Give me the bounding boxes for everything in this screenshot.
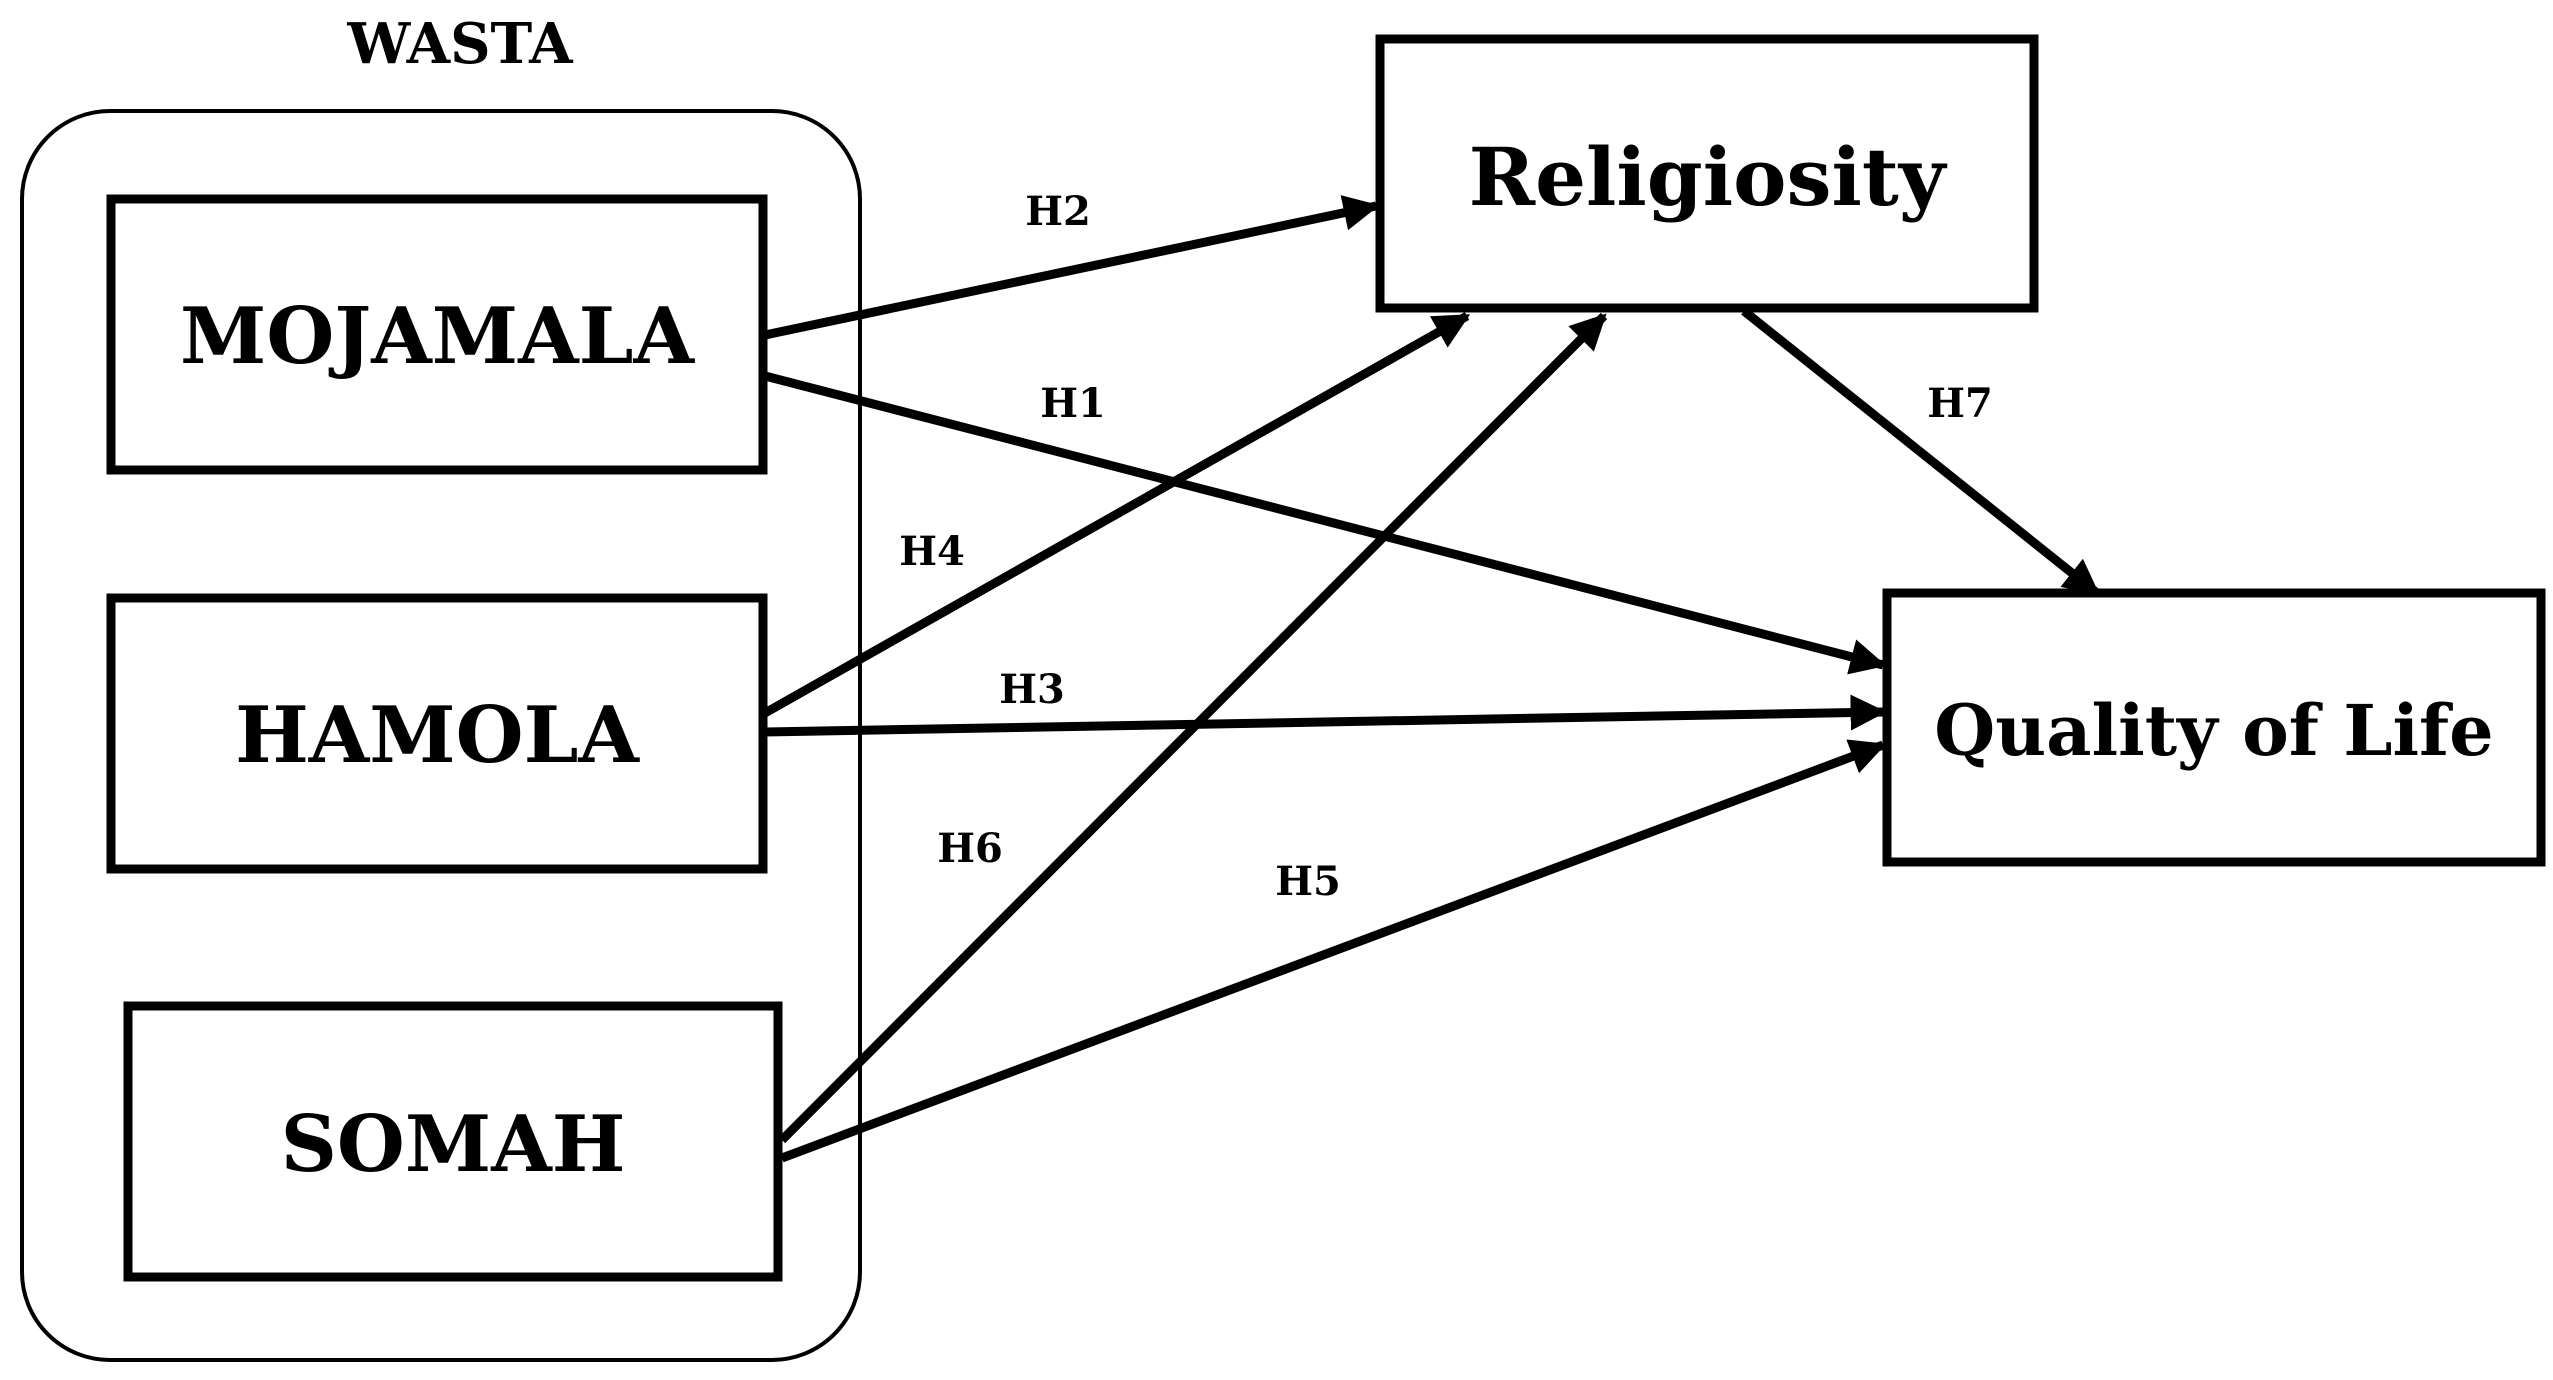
hamola-box [106,593,768,874]
mojamala-label: MOJAMALA [180,291,695,382]
arrow-h3 [764,694,1887,737]
arrow-h1 [763,371,1887,675]
node-hamola: HAMOLA [106,593,768,874]
node-religiosity: Religiosity [1375,34,2039,313]
arrow-h7 [1741,307,2100,597]
arrow-h4 [762,312,1471,717]
node-mojamala: MOJAMALA [106,194,768,475]
label-h1: H1 [1040,380,1106,427]
hamola-label: HAMOLA [235,690,640,781]
label-h7: H7 [1927,380,1993,427]
label-h3: H3 [999,666,1065,713]
wasta-group-container [20,109,862,1362]
label-h5: H5 [1275,858,1341,905]
wasta-group-label: WASTA [346,11,574,77]
religiosity-box [1375,34,2039,313]
somah-box [123,1001,783,1282]
arrow-h6 [778,312,1608,1144]
path-arrows [762,195,2100,1163]
label-h2: H2 [1025,188,1091,235]
somah-label: SOMAH [281,1099,626,1190]
arrow-h5 [780,739,1887,1163]
mojamala-box [106,194,768,475]
node-quality-of-life: Quality of Life [1882,588,2546,867]
node-somah: SOMAH [123,1001,783,1282]
label-h4: H4 [899,528,965,575]
quality-of-life-label: Quality of Life [1934,689,2493,772]
quality-of-life-box [1882,588,2546,867]
religiosity-label: Religiosity [1469,130,1948,224]
arrow-h2 [764,195,1380,340]
label-h6: H6 [937,825,1003,872]
